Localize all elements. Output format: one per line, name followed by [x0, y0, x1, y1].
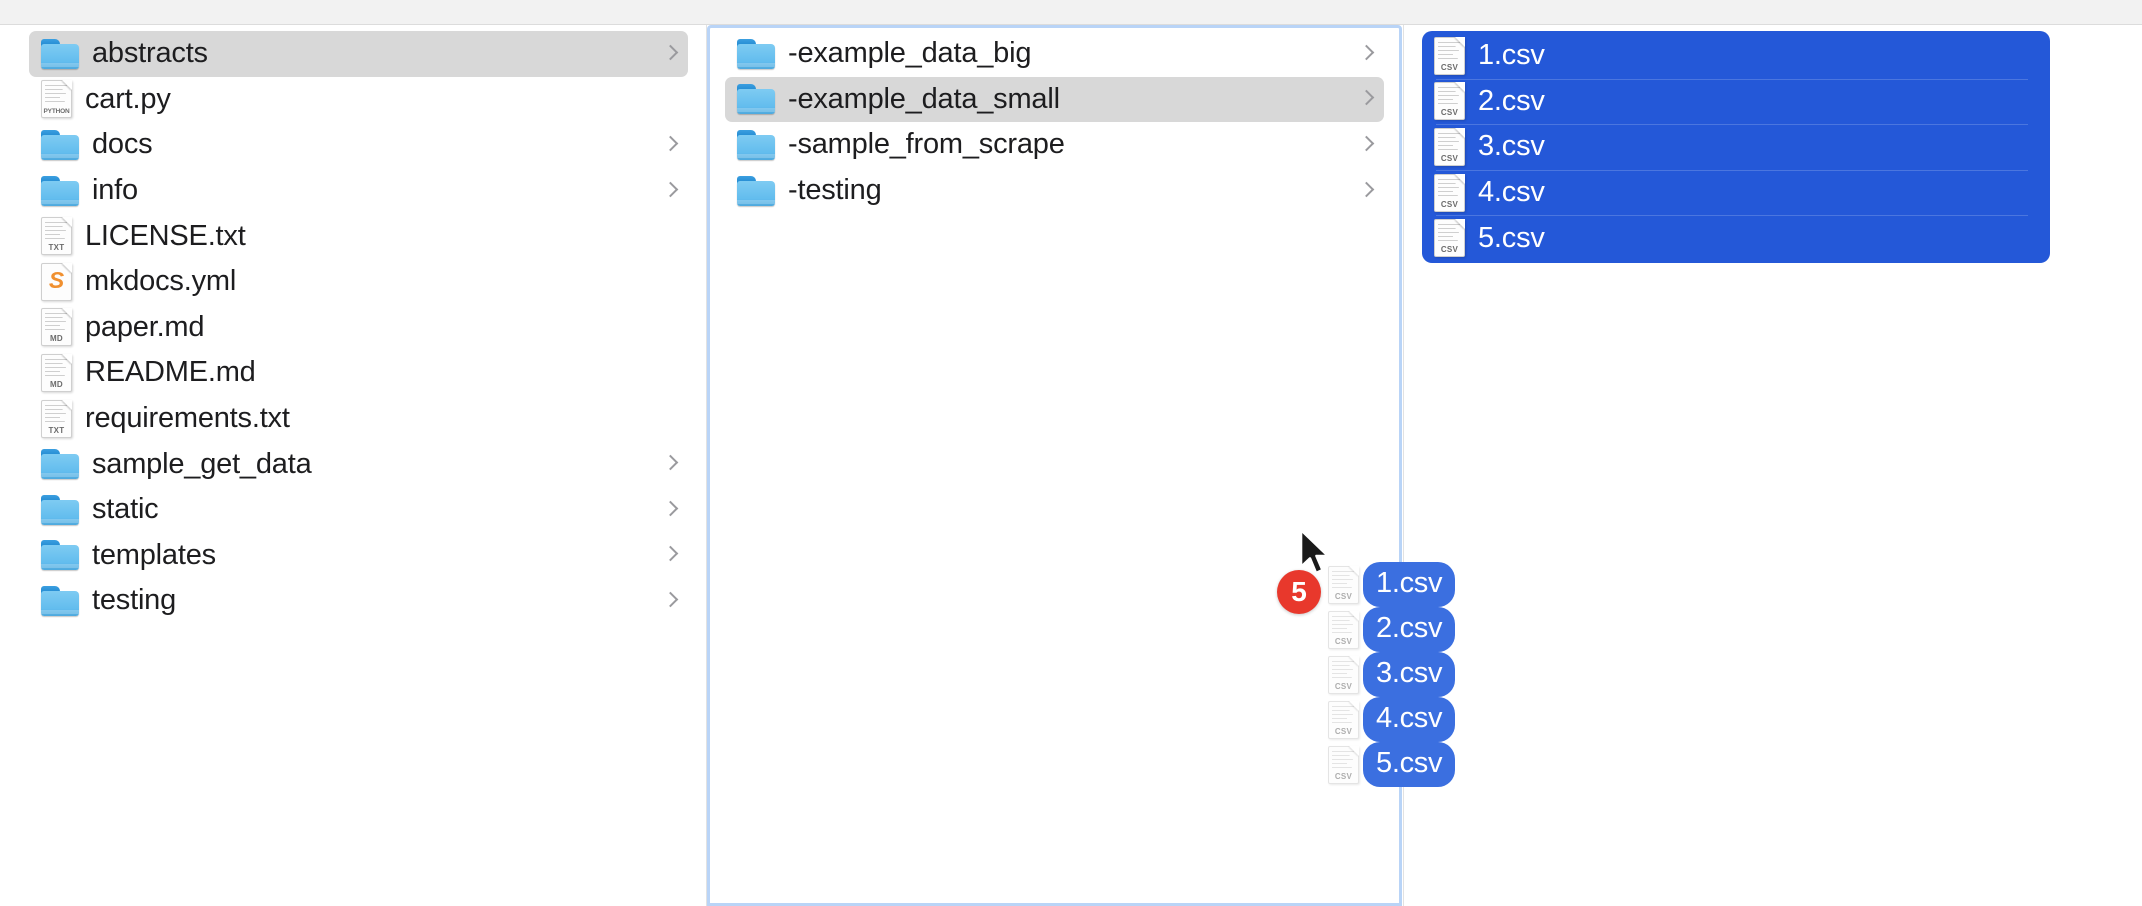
file-list-column-2: -example_data_big -example_data_small -sam…	[707, 31, 1402, 213]
file-row-selected[interactable]: CSV 3.csv	[1422, 124, 2050, 170]
item-label: -example_data_small	[788, 82, 1060, 115]
folder-row[interactable]: abstracts	[29, 31, 688, 77]
folder-row[interactable]: -testing	[725, 168, 1384, 214]
item-label: 4.csv	[1478, 176, 1545, 209]
item-label: static	[92, 493, 159, 526]
chevron-right-icon[interactable]	[664, 453, 678, 475]
folder-icon	[41, 540, 79, 571]
folder-row[interactable]: -example_data_big	[725, 31, 1384, 77]
csv-file-icon: CSV	[1434, 173, 1465, 212]
chevron-right-icon[interactable]	[1360, 88, 1374, 110]
chevron-right-icon[interactable]	[1360, 43, 1374, 65]
chevron-right-icon[interactable]	[1360, 134, 1374, 156]
item-label: 2.csv	[1478, 84, 1545, 117]
file-row[interactable]: PYTHON cart.py	[29, 77, 688, 123]
item-label: 5.csv	[1478, 221, 1545, 254]
file-row[interactable]: TXT LICENSE.txt	[29, 213, 688, 259]
folder-row[interactable]: static	[29, 487, 688, 533]
folder-row[interactable]: testing	[29, 578, 688, 624]
item-label: 3.csv	[1478, 130, 1545, 163]
window-toolbar-strip	[0, 0, 2142, 25]
item-label: docs	[92, 128, 153, 161]
folder-icon	[41, 38, 79, 69]
folder-row[interactable]: -example_data_small	[725, 76, 1384, 123]
item-label: abstracts	[92, 37, 208, 70]
chevron-right-icon[interactable]	[664, 43, 678, 65]
item-label: sample_get_data	[92, 447, 312, 480]
folder-row[interactable]: info	[29, 168, 688, 214]
file-row[interactable]: MD paper.md	[29, 305, 688, 351]
folder-icon	[41, 585, 79, 616]
file-row-selected[interactable]: CSV 1.csv	[1422, 33, 2050, 79]
item-label: paper.md	[85, 310, 205, 343]
item-label: -testing	[788, 174, 882, 207]
sublime-file-icon: S	[41, 262, 72, 301]
chevron-right-icon[interactable]	[664, 590, 678, 612]
item-label: templates	[92, 538, 216, 571]
folder-icon	[737, 38, 775, 69]
item-label: testing	[92, 584, 177, 617]
csv-file-icon: CSV	[1434, 36, 1465, 75]
chevron-right-icon[interactable]	[664, 499, 678, 521]
finder-column-2[interactable]: -example_data_big -example_data_small -sam…	[707, 25, 1402, 906]
chevron-right-icon[interactable]	[1360, 180, 1374, 202]
item-label: cart.py	[85, 82, 171, 115]
folder-row[interactable]: docs	[29, 122, 688, 168]
markdown-file-icon: MD	[41, 353, 72, 392]
file-row-selected[interactable]: CSV 4.csv	[1422, 169, 2050, 216]
item-label: -example_data_big	[788, 37, 1032, 70]
item-label: requirements.txt	[85, 402, 290, 435]
folder-row[interactable]: templates	[29, 533, 688, 579]
item-label: README.md	[85, 356, 256, 389]
text-file-icon: TXT	[41, 217, 72, 256]
folder-row[interactable]: sample_get_data	[29, 441, 688, 487]
csv-file-icon: CSV	[1434, 82, 1465, 121]
folder-row[interactable]: -sample_from_scrape	[725, 122, 1384, 168]
item-label: info	[92, 174, 138, 207]
item-label: -sample_from_scrape	[788, 128, 1065, 161]
folder-icon	[737, 175, 775, 206]
item-label: 1.csv	[1478, 39, 1545, 72]
python-file-icon: PYTHON	[41, 80, 72, 119]
file-row-selected[interactable]: CSV 2.csv	[1422, 78, 2050, 125]
folder-icon	[41, 494, 79, 525]
csv-file-icon: CSV	[1434, 219, 1465, 258]
folder-icon	[737, 129, 775, 160]
chevron-right-icon[interactable]	[664, 544, 678, 566]
file-row[interactable]: MD README.md	[29, 350, 688, 396]
file-row[interactable]: TXT requirements.txt	[29, 396, 688, 442]
folder-icon	[41, 129, 79, 160]
folder-icon	[41, 175, 79, 206]
drag-count-badge: 5	[1277, 570, 1321, 614]
markdown-file-icon: MD	[41, 308, 72, 347]
item-label: LICENSE.txt	[85, 219, 246, 252]
folder-icon	[737, 84, 775, 115]
item-label: mkdocs.yml	[85, 265, 237, 298]
csv-file-icon: CSV	[1434, 127, 1465, 166]
chevron-right-icon[interactable]	[664, 134, 678, 156]
file-row-selected[interactable]: CSV 5.csv	[1422, 215, 2050, 261]
text-file-icon: TXT	[41, 399, 72, 438]
chevron-right-icon[interactable]	[664, 180, 678, 202]
folder-icon	[41, 449, 79, 480]
